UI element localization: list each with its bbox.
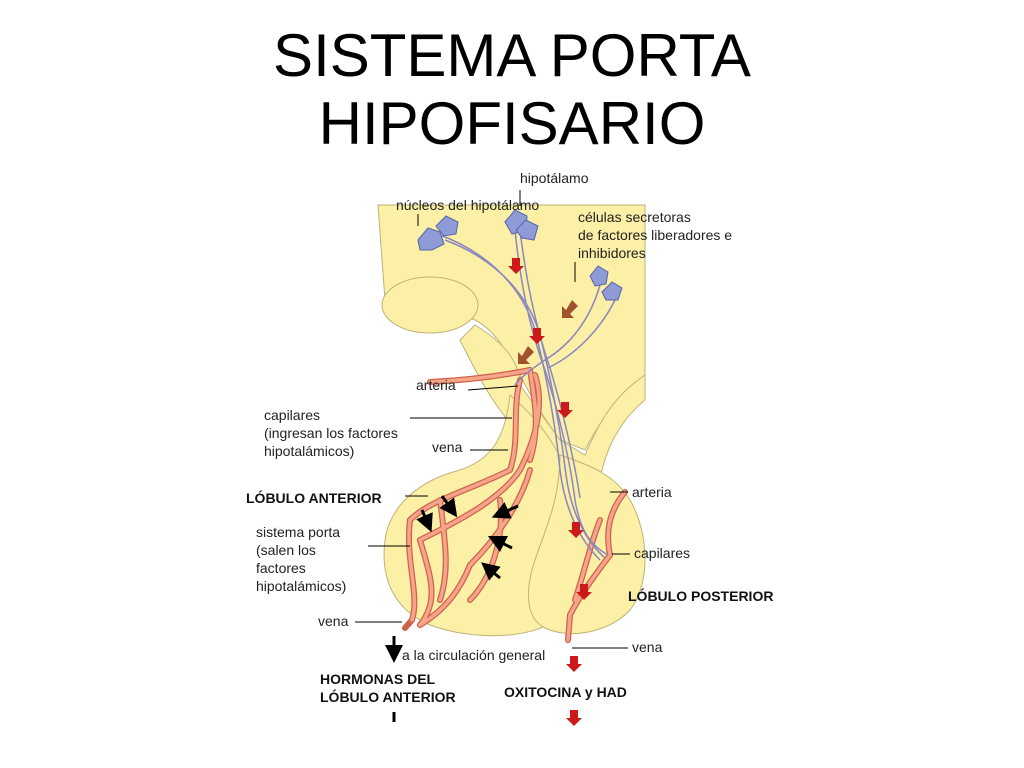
- neuron-cells: [417, 209, 623, 301]
- label-capilares-1: capilares: [264, 407, 320, 423]
- label-porta-4: hipotalámicos): [256, 578, 346, 594]
- label-arteria-left: arteria: [416, 377, 456, 393]
- title-line-2: HIPOFISARIO: [318, 90, 706, 157]
- portal-capillary-network-fill: [407, 368, 541, 627]
- label-capilares-2: (ingresan los factores: [264, 425, 398, 441]
- label-porta-3: factores: [256, 560, 306, 576]
- label-porta-1: sistema porta: [256, 524, 340, 540]
- label-porta-2: (salen los: [256, 542, 316, 558]
- label-celulas-3: inhibidores: [578, 245, 646, 261]
- label-capilares-right: capilares: [634, 545, 690, 561]
- label-circulacion: a la circulación general: [402, 647, 545, 663]
- label-lobulo-anterior: LÓBULO ANTERIOR: [246, 489, 382, 506]
- label-capilares-3: hipotalámicos): [264, 443, 354, 459]
- label-hormonas-2: LÓBULO ANTERIOR: [320, 688, 456, 705]
- label-hipotalamo: hipotálamo: [520, 170, 589, 186]
- red-flow-arrows: [508, 258, 592, 726]
- slide-title: SISTEMA PORTA HIPOFISARIO: [0, 22, 1024, 158]
- label-hormonas-1: HORMONAS DEL: [320, 671, 436, 687]
- label-vena-right: vena: [632, 639, 663, 655]
- optic-chiasm: [381, 276, 479, 334]
- label-celulas-1: células secretoras: [578, 209, 691, 225]
- label-lobulo-posterior: LÓBULO POSTERIOR: [628, 587, 773, 604]
- brown-flow-arrows: [518, 300, 578, 364]
- axon-tracts: [439, 229, 616, 561]
- label-arteria-right: arteria: [632, 484, 672, 500]
- black-secretion-arrows: [416, 495, 519, 581]
- leader-lines: [355, 190, 630, 649]
- label-nucleos: núcleos del hipotálamo: [396, 197, 539, 213]
- title-line-1: SISTEMA PORTA: [273, 22, 751, 89]
- label-oxitocina: OXITOCINA y HAD: [504, 684, 627, 700]
- label-celulas-2: de factores liberadores e: [578, 227, 732, 243]
- label-vena-left: vena: [318, 613, 349, 629]
- label-vena-mid: vena: [432, 439, 463, 455]
- posterior-capillaries-fill: [566, 490, 627, 642]
